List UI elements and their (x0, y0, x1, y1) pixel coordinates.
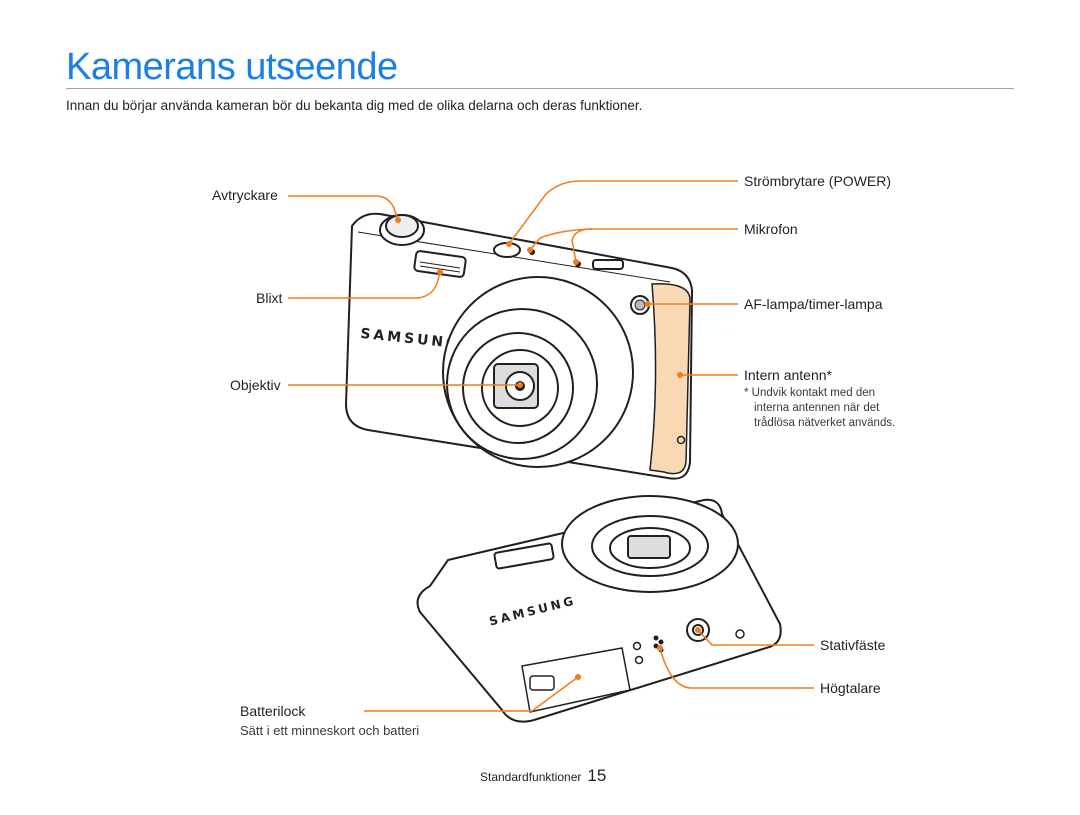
callout-lines (288, 180, 814, 712)
callout-power (508, 180, 738, 245)
antenna-note-line: trådlösa nätverket används. (754, 417, 896, 429)
title-divider (66, 88, 1014, 89)
label-tripod: Stativfäste (820, 637, 886, 653)
label-battery-cover: Batterilock (240, 703, 306, 719)
camera-front-illustration: SAMSUNG (344, 212, 694, 480)
callout-flash (288, 271, 441, 299)
label-shutter: Avtryckare (212, 187, 278, 203)
label-flash: Blixt (256, 290, 283, 306)
battery-note: Sätt i ett minneskort och batteri (240, 723, 420, 738)
callout-speaker (659, 647, 814, 689)
footer-section: Standardfunktioner (480, 770, 582, 784)
antenna-note-line: * Undvik kontakt med den (744, 387, 876, 399)
callout-battery (364, 676, 579, 712)
label-af-lamp: AF-lampa/timer-lampa (744, 296, 883, 312)
callout-shutter (288, 195, 399, 221)
page-footer: Standardfunktioner 15 (480, 766, 606, 786)
label-antenna: Intern antenn* (744, 367, 832, 383)
intro-text: Innan du börjar använda kameran bör du b… (66, 98, 643, 113)
page-number: 15 (587, 766, 607, 785)
label-microphone: Mikrofon (744, 221, 798, 237)
antenna-note-line: interna antennen när det (754, 402, 880, 414)
label-lens: Objektiv (230, 377, 281, 393)
callout-dots (395, 217, 701, 680)
camera-bottom-illustration: SAMSUNG (416, 495, 782, 723)
callout-mic-b (529, 228, 593, 251)
page-title: Kamerans utseende (66, 46, 398, 88)
callout-tripod (697, 629, 814, 646)
antenna-note: * Undvik kontakt med den interna antenne… (744, 386, 895, 431)
label-speaker: Högtalare (820, 680, 881, 696)
label-power: Strömbrytare (POWER) (744, 173, 892, 189)
